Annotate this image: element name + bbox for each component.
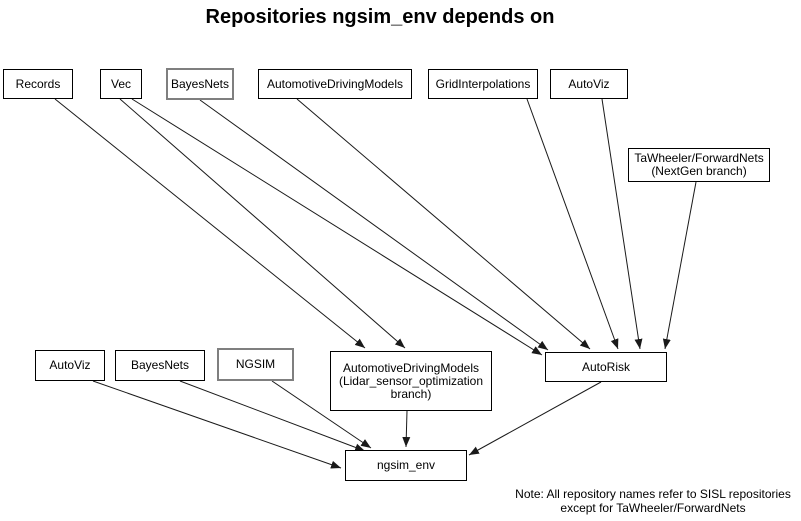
node-ngsim-env: ngsim_env xyxy=(345,450,467,481)
node-autoviz-top-label: AutoViz xyxy=(568,76,610,91)
node-autoviz-mid-label: AutoViz xyxy=(49,358,91,372)
diagram-title: Repositories ngsim_env depends on xyxy=(205,6,555,28)
edge-bayesnets-to-autorisk xyxy=(199,99,549,351)
edge-vec-to-adm-lidar xyxy=(119,98,406,349)
node-tawheeler-branch-label: (NextGen branch) xyxy=(651,164,747,178)
node-tawheeler-label: TaWheeler/ForwardNets xyxy=(634,151,764,165)
node-autoviz-mid: AutoViz xyxy=(35,350,105,381)
edge-adm-to-autorisk xyxy=(296,98,591,350)
node-automotivedrivingmodels-label: AutomotiveDrivingModels xyxy=(266,76,404,91)
edge-ngsim-to-ngsim-env xyxy=(271,380,372,449)
edge-adm-lidar-to-ngsim-env xyxy=(402,410,411,448)
edge-autoviz-to-autorisk xyxy=(601,98,643,350)
node-records: Records xyxy=(3,69,73,99)
node-tawheeler-forwardnets: TaWheeler/ForwardNets (NextGen branch) xyxy=(628,148,770,182)
edge-tawheeler-to-autorisk xyxy=(662,181,697,350)
edge-bayesnets-mid-to-ngsim-env xyxy=(179,380,366,452)
node-adm-lidar-label: AutomotiveDrivingModels xyxy=(342,360,480,375)
node-autorisk: AutoRisk xyxy=(545,352,667,382)
node-vec: Vec xyxy=(100,69,142,99)
node-ngsim: NGSIM xyxy=(217,348,294,381)
node-adm-lidar-branch: AutomotiveDrivingModels (Lidar_sensor_op… xyxy=(330,351,492,411)
edge-autorisk-to-ngsim-env xyxy=(468,381,602,456)
footnote-line1: Note: All repository names refer to SISL… xyxy=(515,487,791,501)
footnote-line2: except for TaWheeler/ForwardNets xyxy=(560,501,746,515)
node-records-label: Records xyxy=(15,76,61,91)
node-ngsim-label: NGSIM xyxy=(235,357,276,371)
node-adm-lidar-branch-label: (Lidar_sensor_optimization branch) xyxy=(338,373,484,401)
node-bayesnets-top: BayesNets xyxy=(166,68,234,100)
edge-vec-to-autorisk xyxy=(131,98,543,356)
node-bayesnets-mid: BayesNets xyxy=(115,350,205,381)
node-gridinterpolations: GridInterpolations xyxy=(428,69,538,99)
node-vec-label: Vec xyxy=(110,76,131,91)
node-autorisk-label: AutoRisk xyxy=(581,359,631,374)
edge-gridinterpolations-to-autorisk xyxy=(526,98,619,350)
node-ngsim-env-label: ngsim_env xyxy=(376,458,436,472)
node-gridinterpolations-label: GridInterpolations xyxy=(435,76,531,91)
node-bayesnets-mid-label: BayesNets xyxy=(130,358,190,372)
edge-autoviz-mid-to-ngsim-env xyxy=(92,380,342,469)
node-autoviz-top: AutoViz xyxy=(550,69,628,99)
edge-records-to-adm-lidar xyxy=(54,98,366,349)
node-automotivedrivingmodels: AutomotiveDrivingModels xyxy=(258,69,412,99)
footnote: Note: All repository names refer to SISL… xyxy=(503,487,801,515)
node-bayesnets-top-label: BayesNets xyxy=(170,76,230,91)
